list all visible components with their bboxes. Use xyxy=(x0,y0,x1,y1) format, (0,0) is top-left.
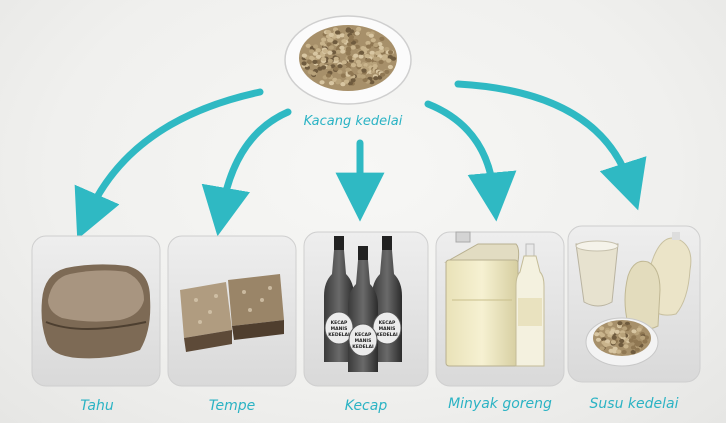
arrow-to-tahu xyxy=(88,92,260,215)
source-label: Kacang kedelai xyxy=(283,114,423,129)
product-label-tahu: Tahu xyxy=(37,398,157,414)
kecap-label-line2: MANIS xyxy=(331,326,348,332)
card-kecap: KECAP MANIS KEDELAI KECAP MANIS KEDELAI … xyxy=(304,232,428,386)
kecap-bottles-image: KECAP MANIS KEDELAI KECAP MANIS KEDELAI … xyxy=(324,236,402,372)
product-label-tempe: Tempe xyxy=(172,398,292,414)
soybean-plate xyxy=(285,16,411,104)
arrow-to-minyak xyxy=(428,104,494,195)
kecap-label-line1: KECAP xyxy=(331,320,348,326)
product-label-minyak-goreng: Minyak goreng xyxy=(430,396,570,412)
kecap-label-line1: KECAP xyxy=(355,332,372,338)
card-tahu xyxy=(32,236,160,386)
kecap-label-line3: KEDELAI xyxy=(376,332,398,338)
kecap-label-line2: MANIS xyxy=(379,326,396,332)
card-tempe xyxy=(168,236,296,386)
product-label-kecap: Kecap xyxy=(306,398,426,414)
card-minyak-goreng xyxy=(436,232,564,386)
kecap-label-line3: KEDELAI xyxy=(352,344,374,350)
product-label-susu-kedelai: Susu kedelai xyxy=(564,396,704,412)
arrow-to-susu xyxy=(458,84,630,185)
kecap-label-line1: KECAP xyxy=(379,320,396,326)
arrow-to-tempe xyxy=(222,112,288,210)
kecap-label-line3: KEDELAI xyxy=(328,332,350,338)
card-susu-kedelai xyxy=(568,226,700,382)
tofu-image xyxy=(42,264,151,358)
kecap-label-line2: MANIS xyxy=(355,338,372,344)
